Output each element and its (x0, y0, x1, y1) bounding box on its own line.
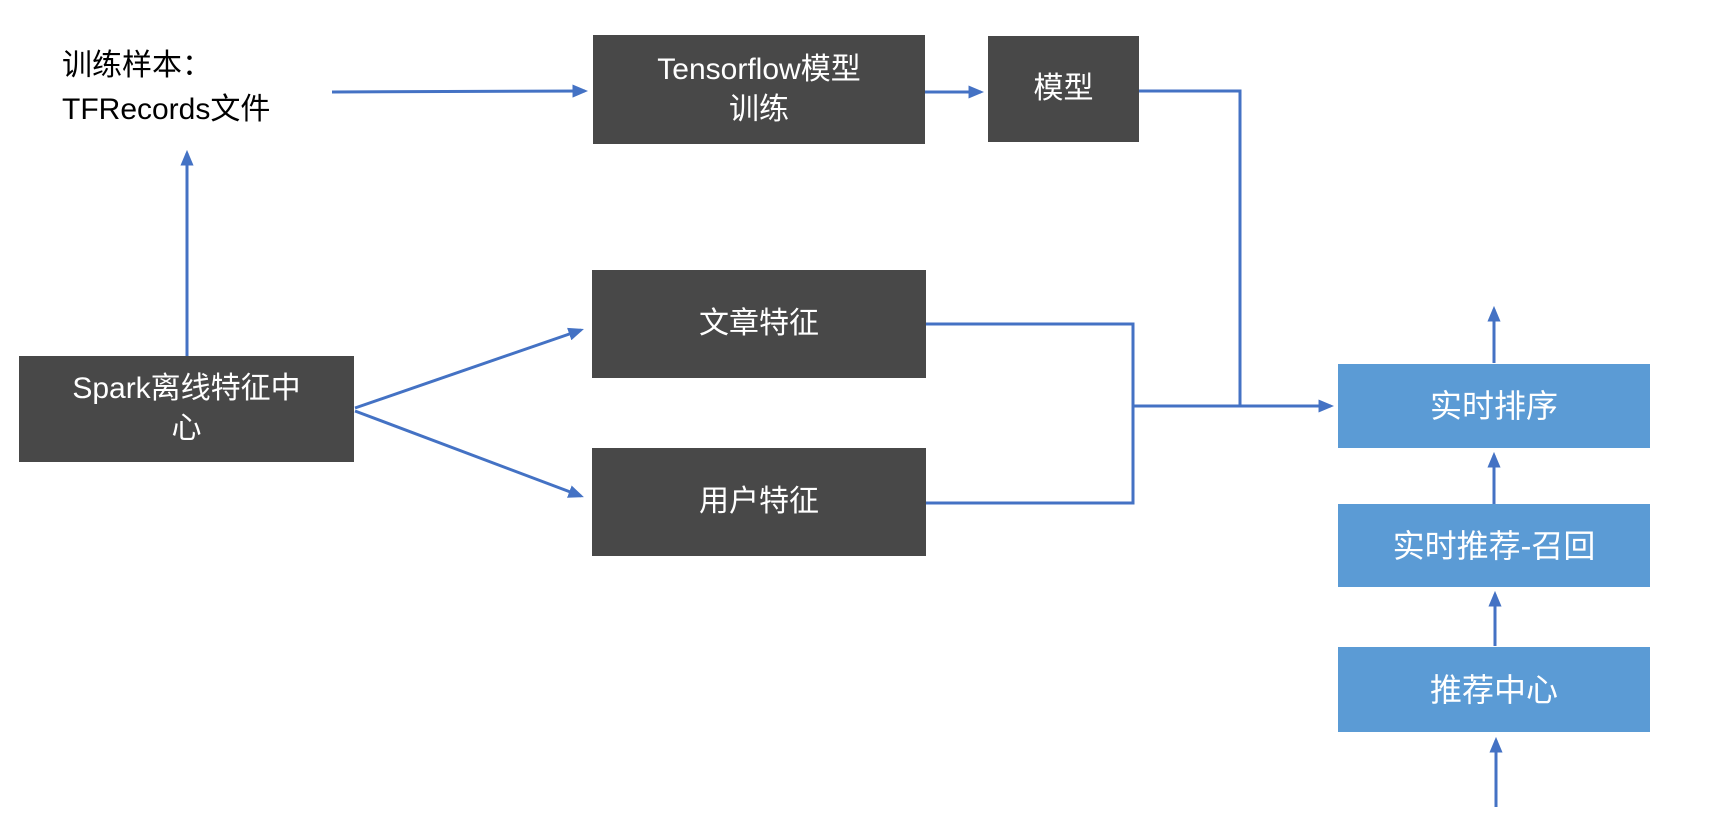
node-model: 模型 (988, 36, 1139, 142)
node-recommend-center: 推荐中心 (1338, 647, 1650, 732)
node-tensorflow-training-label-line1: Tensorflow模型 (657, 52, 861, 86)
node-realtime-ranking: 实时排序 (1338, 364, 1650, 448)
node-realtime-ranking-label: 实时排序 (1429, 388, 1558, 424)
node-spark-label-line1: Spark离线特征中 (72, 372, 301, 405)
label-training-samples-line2: TFRecords文件 (62, 93, 271, 126)
label-training-samples-line1: 训练样本： (62, 49, 212, 82)
edge-model-to-ranking-feed (1139, 89, 1242, 405)
edge-spark-to-user-features (354, 409, 584, 498)
node-tensorflow-training: Tensorflow模型 训练 (593, 35, 925, 144)
node-user-features-label: 用户特征 (699, 485, 819, 518)
node-realtime-recall-label: 实时推荐-召回 (1392, 527, 1596, 564)
edge-label-to-tensorflow (331, 84, 589, 98)
node-model-label: 模型 (1033, 72, 1094, 105)
node-article-features-label: 文章特征 (699, 307, 819, 340)
node-realtime-recall: 实时推荐-召回 (1338, 504, 1650, 587)
node-spark-label-line2: 心 (171, 412, 202, 445)
edge-features-connector (926, 322, 1135, 505)
edge-spark-to-article-features (354, 327, 584, 410)
node-recommend-center-label: 推荐中心 (1429, 671, 1558, 708)
label-training-samples: 训练样本： TFRecords文件 (62, 44, 270, 132)
node-user-features: 用户特征 (592, 448, 926, 556)
node-tensorflow-training-label-line2: 训练 (729, 92, 789, 126)
node-spark-offline-feature-center: Spark离线特征中 心 (19, 356, 354, 462)
node-article-features: 文章特征 (592, 270, 926, 378)
